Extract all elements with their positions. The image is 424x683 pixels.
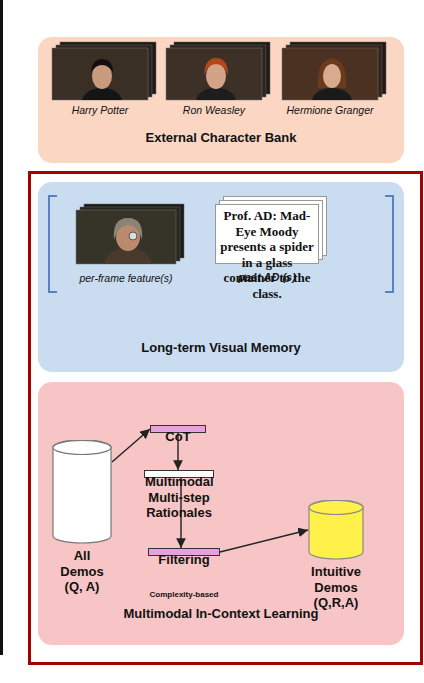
character-still	[166, 42, 270, 100]
cylinder-label: All Demos (Q, A)	[52, 440, 112, 595]
panel-title: Long-term Visual Memory	[38, 340, 404, 355]
process-box: Multimodal Multi-step Rationales	[144, 470, 214, 478]
cylinder-body	[309, 500, 363, 559]
cylinder-shape	[308, 500, 364, 560]
feature-caption: per-frame feature(s)	[79, 272, 172, 284]
red-frame	[30, 173, 422, 664]
doc-text: Prof. AD: Mad-Eye Moody presents a spide…	[216, 208, 318, 302]
filter-note: Complexity-based	[150, 590, 219, 599]
doc-caption: past AD (s)	[202, 271, 332, 283]
panel-region: All Demos (Q, A) CoT Multimodal Multi-step…	[38, 382, 404, 645]
cylinder-label: Intuitive Demos (Q,R,A)	[308, 500, 364, 611]
character-still	[52, 42, 156, 100]
panel-region: External Character Bank	[38, 37, 404, 163]
character-still	[282, 42, 386, 100]
box-label: Filtering	[149, 552, 219, 568]
bracket	[385, 196, 393, 292]
panel-fill	[38, 182, 404, 372]
panel-title: External Character Bank	[38, 130, 404, 145]
panel-fill	[38, 37, 404, 163]
cylinder-top	[309, 501, 363, 515]
cylinder-shape	[52, 440, 112, 544]
flow-arrow	[112, 429, 150, 462]
cylinder-body	[53, 440, 111, 543]
side-bar	[0, 0, 3, 655]
process-box: CoT	[150, 425, 206, 433]
box-label: CoT	[151, 429, 205, 445]
box-label: Multimodal Multi-step Rationales	[145, 474, 213, 521]
frame-still	[76, 204, 184, 264]
audio-description-doc: Prof. AD: Mad-Eye Moody presents a spide…	[215, 204, 319, 264]
panel-title: Multimodal In-Context Learning	[38, 606, 404, 621]
panel-fill	[38, 382, 404, 645]
flow-arrow	[220, 530, 308, 552]
character-name: Hermione Granger	[287, 104, 374, 116]
process-box: Filtering	[148, 548, 220, 556]
character-name: Ron Weasley	[183, 104, 245, 116]
bracket	[49, 196, 57, 292]
cylinder-top	[53, 441, 111, 455]
character-name: Harry Potter	[72, 104, 129, 116]
